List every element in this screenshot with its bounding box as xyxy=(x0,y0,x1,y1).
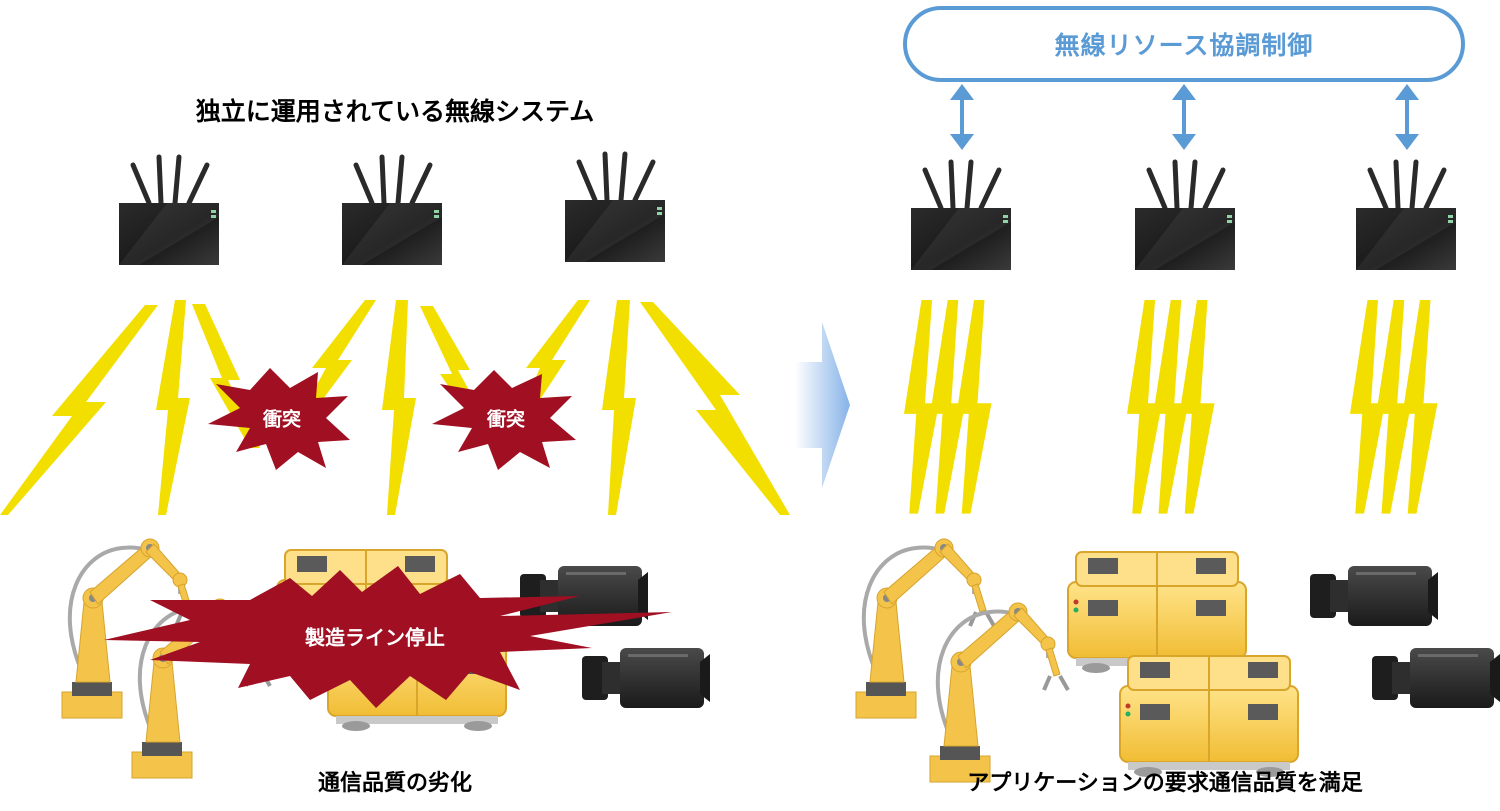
router-icon xyxy=(1135,162,1235,270)
router-icon xyxy=(911,162,1011,270)
right-panel xyxy=(854,84,1500,784)
collision-burst xyxy=(432,370,576,470)
line-stop-label: 製造ライン停止 xyxy=(305,625,445,650)
lightning-bolts xyxy=(0,300,790,515)
line-stop-burst xyxy=(104,566,672,708)
left-caption: 通信品質の劣化 xyxy=(317,771,472,796)
video-camera-icon xyxy=(582,648,710,708)
lightning-bolt xyxy=(156,300,190,515)
router-icon xyxy=(565,154,665,262)
coordination-box: 無線リソース協調制御 xyxy=(903,6,1465,82)
coordination-arrows xyxy=(950,84,1419,150)
left-title: 独立に運用されている無線システム xyxy=(195,97,595,126)
video-camera-icon xyxy=(1310,566,1438,626)
router-icon xyxy=(1356,162,1456,270)
lightning-bolt xyxy=(0,305,158,515)
lightning-bolt xyxy=(602,300,636,515)
lightning-bolts xyxy=(904,300,1438,514)
video-camera-icon xyxy=(1372,648,1500,708)
collision-label: 衝突 xyxy=(262,408,302,431)
collision-burst xyxy=(208,368,350,470)
router-icon xyxy=(342,157,442,265)
collision-label: 衝突 xyxy=(486,408,526,431)
left-panel xyxy=(0,154,790,780)
coordination-label: 無線リソース協調制御 xyxy=(1054,31,1314,60)
transition-arrow xyxy=(795,322,850,488)
right-caption: アプリケーションの要求通信品質を満足 xyxy=(967,771,1363,796)
agv-icon xyxy=(1119,655,1299,778)
robot-arm-icon xyxy=(928,601,1070,784)
lightning-bolt xyxy=(382,300,416,515)
robot-arm-icon xyxy=(854,537,996,720)
agv-icon xyxy=(1067,551,1247,674)
lightning-bolt xyxy=(640,302,790,515)
router-icon xyxy=(119,157,219,265)
